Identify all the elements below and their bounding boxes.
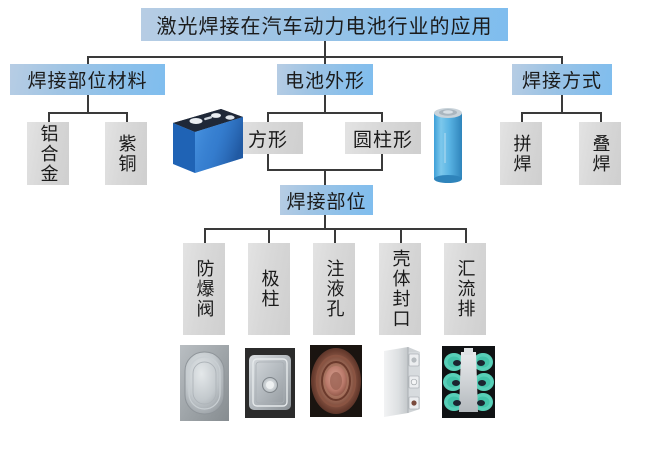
node-material-1-label: 紫铜 [116,133,137,174]
connector-weldloc-child-drop-3 [400,228,402,244]
image-case-seal [378,345,426,421]
connector-material-drop-1 [48,112,50,122]
node-weldloc-child-2-label: 注液孔 [324,259,345,319]
node-weld-location: 焊接部位 [280,185,373,215]
connector-weldloc-stem [324,169,326,185]
image-fill-hole [310,345,362,417]
prismatic-cell-svg [173,109,243,173]
node-material-1: 紫铜 [105,122,147,185]
busbar-svg [442,346,495,418]
node-weldloc-child-1-label: 极柱 [259,269,280,309]
node-branch-material-label: 焊接部位材料 [27,71,148,92]
node-shape-0-label: 方形 [247,129,288,151]
connector-shape1-down [381,154,383,170]
node-method-1-label: 叠焊 [590,133,611,174]
connector-shape0-down [267,154,269,170]
node-branch-shape-label: 电池外形 [284,71,365,92]
connector-weldloc-child-drop-2 [334,228,336,244]
connector-root-stem [324,41,326,57]
connector-shape-stem [324,95,326,113]
node-weldloc-child-1: 极柱 [248,243,290,335]
node-weldloc-child-0: 防爆阀 [183,243,225,335]
node-weld-location-label: 焊接部位 [286,191,367,213]
node-root: 激光焊接在汽车动力电池行业的应用 [141,8,508,41]
image-cylindrical-cell [428,103,468,185]
safety-vent-svg [180,345,229,421]
node-method-1: 叠焊 [579,122,621,185]
node-branch-material: 焊接部位材料 [10,64,165,95]
connector-method-drop-2 [600,112,602,122]
node-weldloc-child-3-label: 壳体封口 [390,249,411,329]
node-branch-method-label: 焊接方式 [521,71,602,92]
connector-shape-drop-1 [267,112,269,122]
connector-shape-bar [267,112,382,114]
connector-drop-shape [324,56,326,64]
node-material-0-label: 铝合金 [38,123,59,184]
node-root-label: 激光焊接在汽车动力电池行业的应用 [156,16,493,38]
node-weldloc-child-4: 汇流排 [444,243,486,335]
case-seal-svg [378,345,426,421]
connector-method-drop-1 [521,112,523,122]
node-branch-shape: 电池外形 [277,64,373,95]
connector-material-drop-2 [126,112,128,122]
connector-method-bar [521,112,601,114]
node-shape-1-label: 圆柱形 [352,129,413,151]
connector-weldloc-child-drop-0 [204,228,206,244]
connector-weldloc-child-drop-1 [268,228,270,244]
connector-weldloc-child-drop-4 [465,228,467,244]
node-material-0: 铝合金 [27,122,69,185]
connector-drop-method [561,56,563,64]
image-prismatic-cell [163,105,248,177]
node-shape-1: 圆柱形 [345,122,421,154]
node-weldloc-child-2: 注液孔 [313,243,355,335]
image-terminal-post [245,348,295,418]
fill-hole-svg [310,345,362,417]
node-weldloc-child-0-label: 防爆阀 [194,259,215,319]
image-safety-vent [180,345,229,421]
node-weldloc-child-4-label: 汇流排 [455,259,476,319]
terminal-post-svg [245,348,295,418]
node-method-0: 拼焊 [500,122,542,185]
node-weldloc-child-3: 壳体封口 [379,243,421,335]
node-method-0-label: 拼焊 [511,133,532,174]
cylindrical-cell-svg [434,108,462,183]
node-shape-0: 方形 [233,122,303,154]
connector-material-bar [48,112,127,114]
image-busbar [442,346,495,418]
connector-drop-material [87,56,89,64]
node-branch-method: 焊接方式 [512,64,612,95]
connector-material-stem [87,95,89,113]
connector-method-stem [561,95,563,113]
connector-weldloc-down [324,215,326,229]
connector-shape-drop-2 [381,112,383,122]
